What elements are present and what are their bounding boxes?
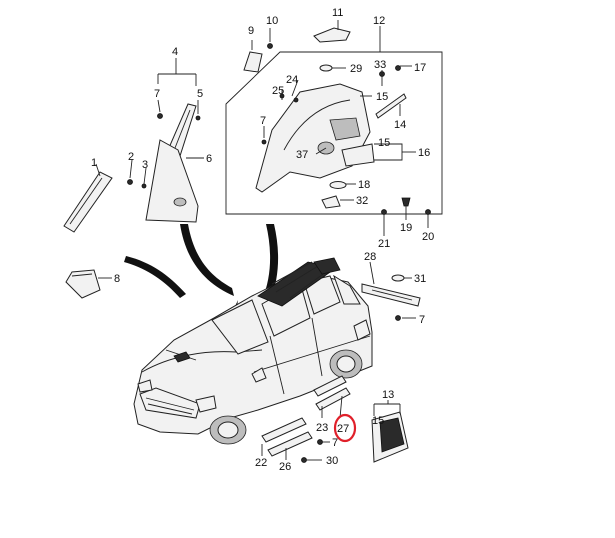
callout-14: 14 xyxy=(394,119,406,131)
callout-9: 9 xyxy=(248,25,254,37)
cap-32 xyxy=(321,195,341,209)
callout-31: 31 xyxy=(414,273,426,285)
rail-14 xyxy=(375,93,407,119)
callout-20: 20 xyxy=(422,231,434,243)
clip-parts-left xyxy=(127,113,201,189)
callout-15c: 15 xyxy=(372,415,384,427)
callout-18: 18 xyxy=(358,179,370,191)
quarter-trim-panel xyxy=(255,83,371,193)
bracket-part xyxy=(65,269,101,299)
callout-29: 29 xyxy=(350,63,362,75)
callout-labels: 1 2 3 4 5 6 7 8 9 10 11 12 29 33 17 24 2… xyxy=(91,7,434,473)
callout-3: 3 xyxy=(142,159,148,171)
leader-lines xyxy=(95,20,429,461)
clips-right xyxy=(381,197,431,215)
callout-23: 23 xyxy=(316,422,328,434)
callout-8: 8 xyxy=(114,273,120,285)
clips-lower xyxy=(301,439,323,463)
callout-32: 32 xyxy=(356,195,368,207)
scuff-plates-front xyxy=(261,417,313,457)
callout-7a: 7 xyxy=(154,88,160,100)
callout-4: 4 xyxy=(172,46,178,58)
callout-26: 26 xyxy=(279,461,291,473)
callout-37: 37 xyxy=(296,149,308,161)
callout-19: 19 xyxy=(400,222,412,234)
callout-10: 10 xyxy=(266,15,278,27)
callout-30: 30 xyxy=(326,455,338,467)
callout-2: 2 xyxy=(128,151,134,163)
scuff-plates-rear xyxy=(313,375,351,411)
callout-12: 12 xyxy=(373,15,385,27)
callout-11: 11 xyxy=(332,7,343,19)
callout-33: 33 xyxy=(374,59,386,71)
callout-7b: 7 xyxy=(260,115,266,127)
callout-16: 16 xyxy=(418,147,430,159)
highlight-circle xyxy=(333,413,357,443)
callout-22: 22 xyxy=(255,457,267,469)
callout-27: 27 xyxy=(337,423,349,435)
callout-6: 6 xyxy=(206,153,212,165)
callout-28: 28 xyxy=(364,251,376,263)
callout-5: 5 xyxy=(197,88,203,100)
rear-scuff-plate-28 xyxy=(361,283,421,307)
small-cap-18 xyxy=(329,181,347,189)
callout-25: 25 xyxy=(272,85,284,97)
bracket-9 xyxy=(243,51,263,73)
clip-10 xyxy=(267,43,273,49)
suv-body xyxy=(133,257,373,445)
callout-7c: 7 xyxy=(419,314,425,326)
ring-31 xyxy=(391,274,405,282)
a-pillar-trim xyxy=(63,171,113,233)
side-panel-13-15 xyxy=(371,411,409,463)
clip-7c xyxy=(395,315,401,321)
callout-24: 24 xyxy=(286,74,298,86)
cover-part-15-16 xyxy=(341,143,375,167)
handle-11 xyxy=(313,27,351,43)
callout-17: 17 xyxy=(414,62,426,74)
ring-29 xyxy=(319,64,333,72)
callout-15b: 15 xyxy=(378,137,390,149)
callout-21: 21 xyxy=(378,238,390,250)
b-pillar-lower-trim xyxy=(145,139,199,223)
callout-7d: 7 xyxy=(332,437,338,449)
callout-15a: 15 xyxy=(376,91,388,103)
callout-1: 1 xyxy=(91,157,97,169)
callout-13: 13 xyxy=(382,389,394,401)
